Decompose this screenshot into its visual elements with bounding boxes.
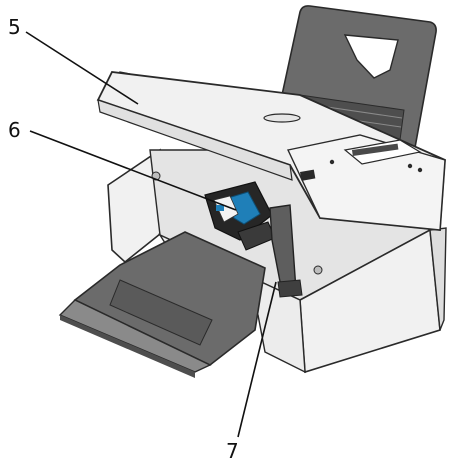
callout-6: 6	[8, 118, 21, 142]
scanner-support-icon	[269, 204, 303, 298]
leader-lines	[25, 31, 277, 438]
output-tray	[58, 231, 266, 378]
callout-7: 7	[226, 439, 239, 463]
leader-line-7	[237, 281, 277, 438]
callout-5: 5	[8, 15, 21, 39]
scanner-unit	[96, 71, 446, 231]
leader-line-6	[29, 130, 237, 211]
leader-line-5	[25, 31, 139, 105]
ink-cartridge-icon	[204, 181, 276, 251]
